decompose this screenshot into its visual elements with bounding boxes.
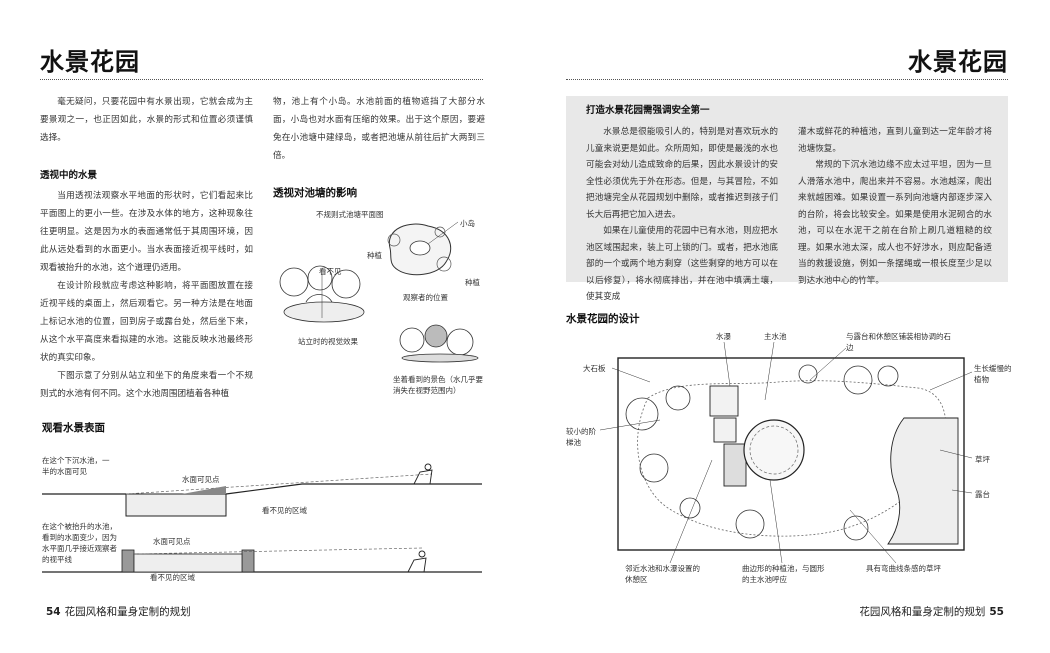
right-title-rule — [566, 79, 1008, 80]
label-curved-lawn: 具有弯曲线条感的草坪 — [866, 564, 941, 573]
sunken-pool-section — [42, 463, 482, 517]
left-column-1: 毫无疑问，只要花园中有水景出现，它就会成为主要景观之一，也正因如此，水景的形式和… — [40, 93, 253, 403]
label-waterfall: 水瀑 — [716, 332, 731, 341]
label-invisible-area-2: 看不见的区域 — [150, 573, 195, 582]
body-paragraph-2: 在设计阶段就应考虑这种影响，将平面图放置在接近视平线的桌面上，然后观看它。另一种… — [40, 281, 253, 363]
heading-garden-design: 水景花园的设计 — [566, 313, 640, 325]
sitting-view-sketch — [399, 324, 479, 363]
safety-sidebar-box: 打造水景花园需强调安全第一 水景总是很能吸引人的，特别是对喜欢玩水的儿童来说更是… — [566, 96, 1008, 302]
label-plan-title: 不规则式池塘平面图 — [316, 210, 384, 219]
label-boulder: 大石板 — [583, 364, 606, 373]
left-page-title: 水景花园 — [40, 48, 140, 76]
left-running-footer: 花园风格和量身定制的规划 — [64, 606, 191, 618]
label-observer-position: 观察者的位置 — [403, 293, 448, 302]
plan-leader-lines — [599, 341, 973, 564]
label-matching-paving: 与露台和休憩区铺装相协调的石边 — [846, 332, 951, 352]
safety-paragraph-2: 如果在儿童使用的花园中已有水池，则应把水池区域围起来，装上可上锁的门。或者，把水… — [586, 226, 778, 302]
safety-paragraph-3: 灌木或鲜花的种植池，直到儿童到达一定年龄才将池塘恢复。 — [798, 127, 992, 154]
right-running-footer: 花园风格和量身定制的规划 — [859, 606, 986, 618]
body-paragraph-1: 当用透视法观察水平地面的形状时，它们看起来比平面图上的更小一些。在涉及水体的地方… — [40, 191, 253, 273]
safety-column-1: 水景总是很能吸引人的，特别是对喜欢玩水的儿童来说更是如此。众所周知，即使是最浅的… — [586, 124, 778, 306]
left-page-number: 54 — [46, 606, 61, 618]
label-visible-point-1: 水面可见点 — [182, 475, 220, 484]
label-invisible-area-1: 看不见的区域 — [262, 506, 307, 515]
body-paragraph-4: 物，池上有个小岛。水池前面的植物遮挡了大部分水面，小岛也对水面有压缩的效果。出于… — [273, 97, 485, 161]
label-terrace: 露台 — [975, 490, 990, 499]
safety-paragraph-4: 常规的下沉水池边缘不应太过平坦，因为一旦人滑落水池中，爬出来并不容易。水池越深，… — [798, 160, 992, 286]
label-small-step-pools: 较小的阶梯池 — [566, 427, 596, 447]
label-island: 小岛 — [460, 219, 475, 228]
intro-paragraph: 毫无疑问，只要花园中有水景出现，它就会成为主要景观之一，也正因如此，水景的形式和… — [40, 97, 253, 143]
label-raised-pool: 在这个被抬升的水池，看到的水面变少，因为水平面几乎接近观察者的视平线 — [42, 522, 117, 564]
safety-heading: 打造水景花园需强调安全第一 — [586, 105, 710, 116]
left-column-2: 物，池上有个小岛。水池前面的植物遮挡了大部分水面，小岛也对水面有压缩的效果。出于… — [273, 93, 485, 165]
heading-perspective-pond: 透视对池塘的影响 — [273, 187, 357, 199]
garden-plan-drawing — [617, 357, 965, 551]
raised-pool-section — [42, 547, 482, 573]
safety-paragraph-1: 水景总是很能吸引人的，特别是对喜欢玩水的儿童来说更是如此。众所周知，即使是最浅的… — [586, 127, 778, 220]
label-visible-point-2: 水面可见点 — [153, 537, 191, 546]
label-seating-area: 邻近水池和水瀑设置的休憩区 — [625, 564, 700, 584]
subhead-perspective: 透视中的水景 — [40, 170, 98, 181]
safety-column-2: 灌木或鲜花的种植池，直到儿童到达一定年龄才将池塘恢复。 常规的下沉水池边缘不应太… — [798, 124, 992, 289]
label-sunken-pool: 在这个下沉水池，一半的水面可见 — [42, 456, 110, 476]
label-standing-view: 站立时的视觉效果 — [298, 337, 358, 346]
label-sitting-view: 坐着看到的景色（水几乎要消失在视野范围内） — [393, 375, 483, 395]
label-lawn: 草坪 — [975, 455, 990, 464]
right-page-number: 55 — [989, 606, 1004, 618]
body-paragraph-3: 下图示意了分别从站立和坐下的角度来看一个不规则式的水池有何不同。这个水池周围团植… — [40, 371, 253, 399]
label-plant-1: 种植 — [367, 251, 382, 260]
left-title-rule — [40, 79, 483, 80]
pond-plan-sketch — [387, 221, 459, 276]
right-page-title: 水景花园 — [908, 48, 1008, 76]
standing-view-sketch — [279, 265, 365, 323]
label-slow-growing-plants: 生长缓慢的植物 — [974, 364, 1012, 384]
heading-water-surface: 观看水景表面 — [42, 422, 105, 434]
label-plant-2: 种植 — [465, 278, 480, 287]
label-curved-bed: 曲边形的种植池，与圆形的主水池呼应 — [742, 564, 825, 584]
label-main-pool: 主水池 — [764, 332, 787, 341]
